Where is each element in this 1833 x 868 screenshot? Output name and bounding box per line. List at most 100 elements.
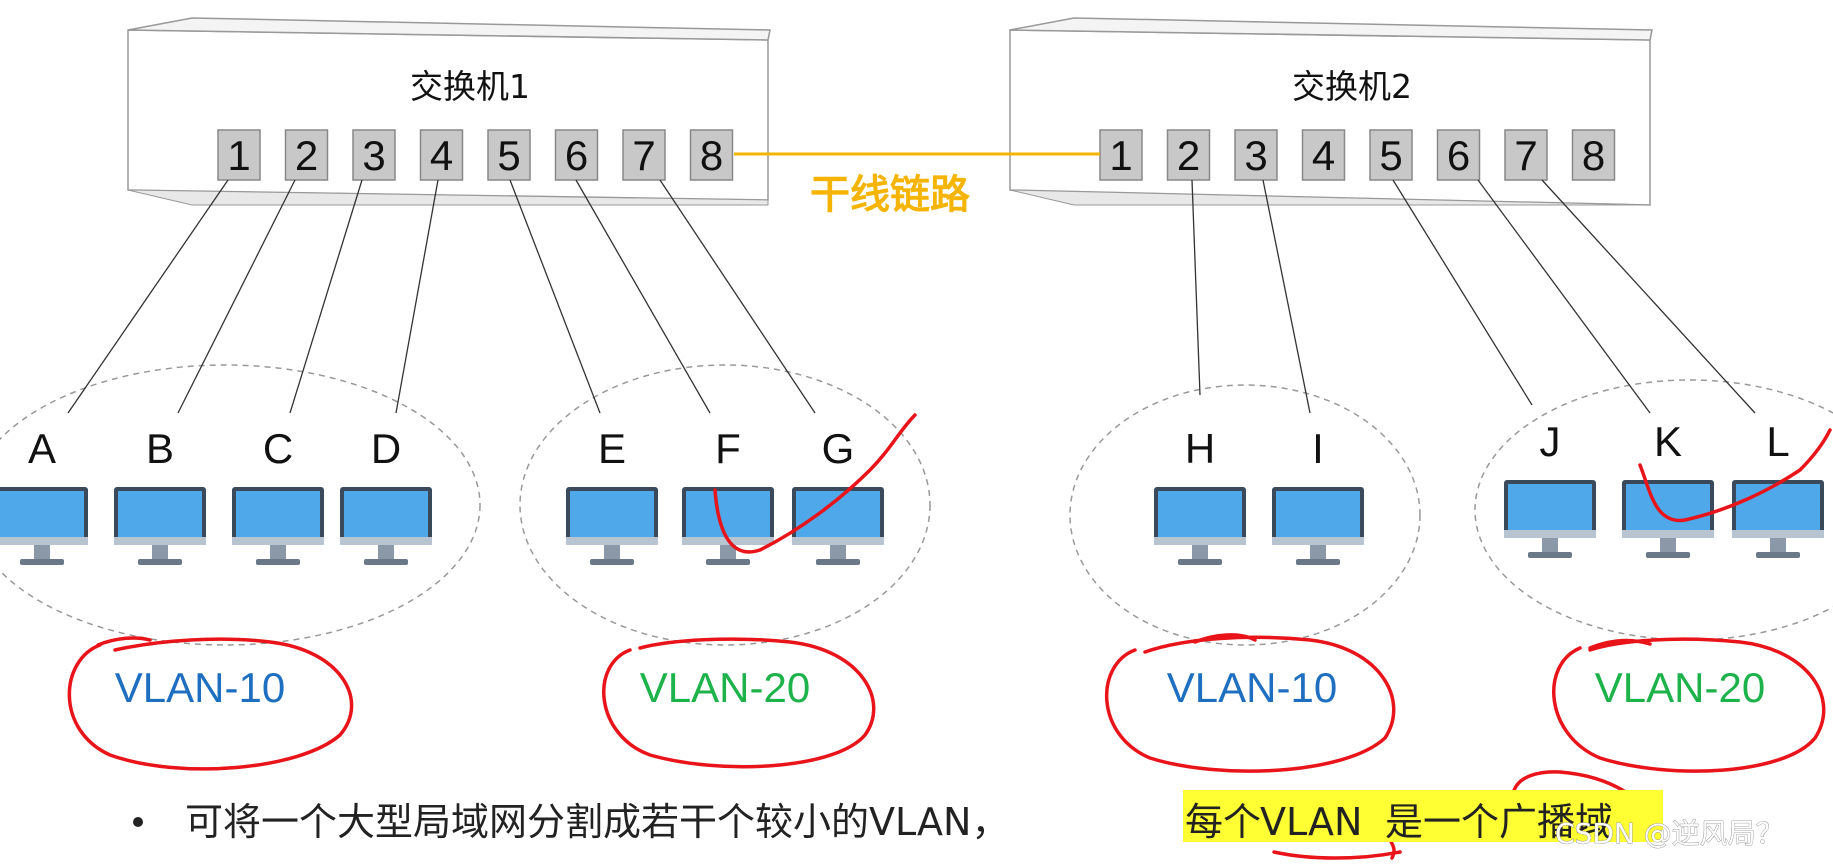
monitor-neck xyxy=(604,545,620,559)
vlan-group-ellipse-h-i xyxy=(1069,384,1421,646)
cable-3-c xyxy=(289,179,363,414)
host-k: K xyxy=(1622,418,1714,558)
port-box xyxy=(1436,129,1481,181)
host-b: B xyxy=(114,425,206,565)
monitor-base xyxy=(706,559,750,565)
bullet-text-highlight-1: 每个 xyxy=(1185,800,1261,844)
port-box xyxy=(487,129,531,181)
port-box xyxy=(217,129,261,181)
monitor-bezel xyxy=(0,537,88,545)
monitor-bezel xyxy=(1504,530,1596,538)
monitor-bezel xyxy=(232,537,324,545)
annotation-stroke-vlan-3 xyxy=(1193,633,1257,644)
switch-2-port-1: 1 xyxy=(1099,129,1143,181)
port-number: 8 xyxy=(1582,132,1605,179)
monitor-neck xyxy=(378,545,394,559)
cables xyxy=(67,179,1756,414)
monitor-screen xyxy=(118,491,202,537)
host-f: F xyxy=(682,425,774,565)
host-label: B xyxy=(146,425,174,472)
port-number: 4 xyxy=(1312,132,1335,179)
highlight-box xyxy=(1183,790,1663,842)
port-box xyxy=(1234,129,1278,181)
monitor-icon xyxy=(1272,487,1364,565)
switch-2-port-5: 5 xyxy=(1369,129,1413,181)
monitor-base xyxy=(364,559,408,565)
monitor-bezel xyxy=(1732,530,1824,538)
monitor-base xyxy=(138,559,182,565)
host-label: E xyxy=(598,425,626,472)
port-box xyxy=(554,129,599,181)
switch-2-top xyxy=(1009,17,1653,41)
cable-6-k xyxy=(1477,179,1651,414)
switch-1-port-4: 4 xyxy=(419,129,464,181)
host-l: L xyxy=(1732,418,1824,558)
bullet-text-plain: 可将一个大型局域网分割成若干个较小的VLAN， xyxy=(185,800,1009,844)
annotation-underline-vlan xyxy=(1272,850,1402,860)
monitor-neck xyxy=(34,545,50,559)
monitor-screen xyxy=(1736,484,1820,530)
monitor-base xyxy=(1756,552,1800,558)
annotation-stroke-vlan-1 xyxy=(96,636,152,647)
monitor-screen xyxy=(344,491,428,537)
port-number: 2 xyxy=(295,132,318,179)
monitor-base xyxy=(1528,552,1572,558)
vlan-label-2: VLAN-20 xyxy=(640,664,810,711)
cable-2-h xyxy=(1191,179,1201,396)
port-number: 1 xyxy=(227,132,250,179)
vlan-label-1: VLAN-10 xyxy=(115,664,285,711)
port-number: 5 xyxy=(497,132,520,179)
monitor-base xyxy=(20,559,64,565)
host-g: G xyxy=(792,425,884,565)
monitor-screen xyxy=(1158,491,1242,537)
cable-5-j xyxy=(1392,179,1533,406)
annotation-circle-vlan-2 xyxy=(602,637,876,769)
host-label: J xyxy=(1540,418,1561,465)
annotation-circle-vlan-3 xyxy=(1105,635,1396,773)
switch-2-bottom xyxy=(1009,189,1651,206)
switch-1-top xyxy=(127,17,771,41)
annotation-scribble-kl xyxy=(1638,428,1832,523)
monitor-bezel xyxy=(1622,530,1714,538)
vlan-label-3: VLAN-10 xyxy=(1167,664,1337,711)
monitor-icon xyxy=(1622,480,1714,558)
monitor-neck xyxy=(1660,538,1676,552)
switch-2-port-4: 4 xyxy=(1301,129,1346,181)
port-number: 6 xyxy=(1447,132,1470,179)
switch-1-port-8: 8 xyxy=(689,129,734,181)
monitor-icon xyxy=(232,487,324,565)
switch-1-port-7: 7 xyxy=(622,129,666,181)
bullet-line: 可将一个大型局域网分割成若干个较小的VLAN， 每个 VLAN 是一个广播域 xyxy=(133,790,1663,844)
switch-2-port-7: 7 xyxy=(1504,129,1548,181)
cable-6-f xyxy=(575,179,711,414)
port-box xyxy=(1099,129,1143,181)
monitor-bezel xyxy=(1154,537,1246,545)
monitor-bezel xyxy=(114,537,206,545)
monitor-icon xyxy=(1504,480,1596,558)
watermark: CSDN @逆风局？ xyxy=(1555,817,1784,850)
switch-2-port-3: 3 xyxy=(1234,129,1278,181)
monitor-neck xyxy=(830,545,846,559)
host-a: A xyxy=(0,425,88,565)
monitor-neck xyxy=(1770,538,1786,552)
host-c: C xyxy=(232,425,324,565)
monitor-screen xyxy=(570,491,654,537)
annotation-scribble-fg xyxy=(713,413,917,554)
monitor-base xyxy=(1178,559,1222,565)
port-number: 2 xyxy=(1177,132,1200,179)
annotation-stroke-vlan-4 xyxy=(1588,638,1652,650)
cable-3-i xyxy=(1262,179,1311,414)
port-box xyxy=(1166,129,1211,181)
host-label: D xyxy=(371,425,401,472)
host-label: I xyxy=(1312,425,1324,472)
monitor-icon xyxy=(1154,487,1246,565)
cable-5-e xyxy=(509,179,601,414)
monitor-bezel xyxy=(792,537,884,545)
monitor-icon xyxy=(566,487,658,565)
port-box xyxy=(1571,129,1616,181)
vlan-group-ellipse-a-d xyxy=(0,364,481,646)
